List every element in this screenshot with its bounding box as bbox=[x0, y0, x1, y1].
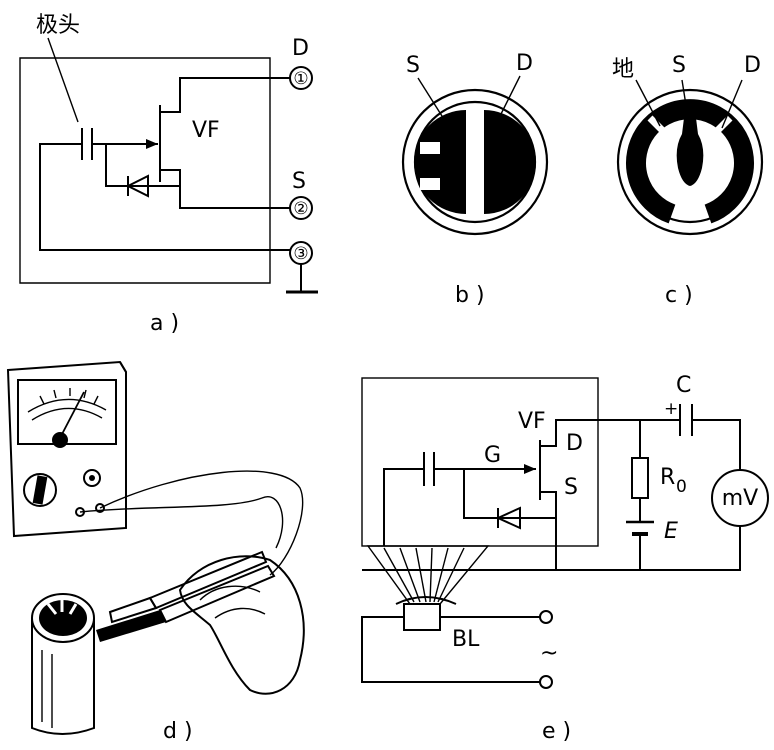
panel-a-pin-2-label: ② bbox=[293, 199, 308, 219]
panel-c-s-leader bbox=[681, 79, 689, 119]
panel-a-gate-arrow bbox=[146, 139, 158, 149]
panel-e-d-label: D bbox=[566, 431, 583, 456]
panel-b-drain-electrode bbox=[484, 110, 536, 214]
panel-e-terminal-1 bbox=[539, 610, 553, 624]
probe-1 bbox=[158, 564, 276, 624]
panel-b-notch-1 bbox=[420, 142, 440, 154]
cartridge-top bbox=[31, 593, 95, 643]
panel-b-notch-2 bbox=[420, 178, 440, 190]
panel-b-head: S D b ) bbox=[401, 51, 549, 308]
panel-e-c-label: C bbox=[676, 373, 691, 398]
pickup-cartridge bbox=[31, 593, 95, 735]
multimeter-selector-handle bbox=[32, 475, 48, 505]
panel-c-ground-electrode bbox=[626, 99, 754, 224]
panel-e-wire-drain bbox=[540, 419, 640, 447]
panel-e-speaker-wire-bottom bbox=[361, 616, 540, 683]
multimeter bbox=[6, 360, 127, 538]
panel-a-diode bbox=[125, 174, 149, 198]
panel-a-caption: a ) bbox=[150, 311, 179, 336]
panel-e-transistor-label: VF bbox=[518, 409, 546, 434]
panel-e-s-label: S bbox=[564, 475, 578, 500]
panel-a-wire-diode bbox=[105, 144, 180, 187]
panel-a-pole-leader bbox=[47, 37, 79, 123]
panel-e-g-label: G bbox=[484, 443, 501, 468]
probe-lead-2 bbox=[79, 496, 284, 549]
multimeter-adjust-knob bbox=[83, 469, 101, 487]
panel-b-s-label: S bbox=[406, 53, 420, 78]
panel-e-resistor-r0 bbox=[631, 457, 649, 499]
panel-e-e-label: E bbox=[664, 519, 678, 544]
panel-a-enclosure bbox=[19, 57, 271, 284]
multimeter-body bbox=[6, 360, 127, 538]
panel-a-s-label: S bbox=[292, 169, 306, 194]
panel-a-pole-label: 极头 bbox=[36, 13, 80, 38]
panel-e-speaker-cone bbox=[366, 545, 490, 605]
probe-2-tip bbox=[108, 596, 158, 624]
panel-c-source-electrode bbox=[676, 118, 704, 186]
panel-e-enclosure bbox=[361, 377, 599, 547]
multimeter-needle bbox=[59, 391, 85, 439]
panel-a-pin-3-label: ③ bbox=[293, 244, 308, 264]
panel-c-ground-gap-right bbox=[709, 115, 733, 139]
panel-a-pin-2 bbox=[289, 196, 313, 220]
panel-b-d-leader bbox=[493, 75, 521, 129]
probe-1-tip bbox=[96, 610, 166, 642]
panel-c-d-leader bbox=[721, 79, 743, 129]
panel-a-wire-source bbox=[160, 169, 290, 209]
panel-a-wire-ground bbox=[39, 143, 290, 251]
panel-e-wire-cap-left bbox=[383, 468, 424, 546]
panel-c-ground-leader bbox=[635, 79, 661, 127]
panel-e-diode bbox=[495, 506, 521, 530]
hand bbox=[178, 555, 305, 695]
panel-a-wire-drain bbox=[160, 77, 290, 113]
panel-e-plus-label: + bbox=[664, 399, 678, 419]
panel-b-s-leader bbox=[417, 77, 448, 125]
panel-e-wire-diode bbox=[463, 469, 556, 519]
panel-c-caption: c ) bbox=[665, 283, 693, 308]
panel-b-caption: b ) bbox=[455, 283, 485, 308]
probe-2 bbox=[148, 550, 268, 610]
cartridge-body bbox=[31, 618, 95, 735]
panel-c-s-label: S bbox=[672, 53, 686, 78]
panel-e-meter-label: mV bbox=[722, 486, 758, 511]
panel-e-r0-label: R bbox=[660, 465, 675, 490]
panel-e-speaker-label: BL bbox=[452, 627, 480, 652]
panel-e-speaker-magnet bbox=[403, 603, 441, 631]
panel-b-d-label: D bbox=[516, 51, 533, 76]
panel-e-gate-arrow bbox=[524, 464, 536, 474]
probe-lead-1 bbox=[99, 470, 304, 576]
panel-e-terminal-2 bbox=[539, 675, 553, 689]
multimeter-jack-2 bbox=[95, 503, 105, 513]
panel-e-ac-label: ~ bbox=[540, 641, 558, 666]
multimeter-selector bbox=[23, 473, 57, 507]
panel-c-head: 地 S D c ) bbox=[612, 53, 764, 308]
panel-d-caption: d ) bbox=[163, 719, 193, 744]
multimeter-scale bbox=[27, 398, 107, 413]
panel-a-circuit: 极头 D S VF ① ② ③ a ) bbox=[19, 13, 318, 336]
panel-c-ground-gap-left bbox=[647, 115, 671, 139]
panel-a-d-label: D bbox=[292, 36, 309, 61]
panel-e-wire-source bbox=[540, 491, 557, 570]
panel-e-wire-return bbox=[362, 526, 741, 571]
panel-e-caption: e ) bbox=[542, 719, 571, 744]
panel-a-pin-1-label: ① bbox=[293, 69, 308, 89]
panel-e-circuit: VF G D S C + R 0 E mV BL ~ e ) bbox=[361, 373, 769, 744]
panel-e-r0-sub: 0 bbox=[676, 477, 687, 497]
multimeter-dial bbox=[17, 379, 117, 445]
panel-d-illustration: d ) bbox=[6, 360, 305, 744]
multimeter-knob-small bbox=[52, 432, 68, 448]
panel-a-transistor-label: VF bbox=[192, 118, 220, 143]
panel-c-ground-label: 地 bbox=[612, 57, 634, 82]
panel-a-pin-1 bbox=[289, 66, 313, 90]
panel-c-d-label: D bbox=[744, 53, 761, 78]
